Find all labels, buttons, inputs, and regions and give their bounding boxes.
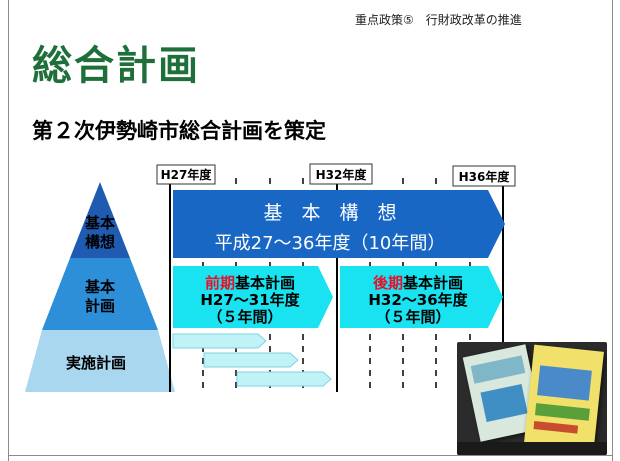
kihon-kousou-arrow: 基 本 構 想 平成27～36年度（10年間） [173, 190, 505, 258]
page-title: 総合計画 [32, 43, 200, 89]
zenki-arrow: 前期基本計画 H27～31年度 （５年間） [173, 266, 333, 328]
zenki-title: 前期基本計画 [205, 274, 295, 292]
pyramid-bottom-label: 実施計画 [66, 354, 126, 372]
zenki-arrow-shape [173, 266, 333, 328]
header-note: 重点政策⑤ 行財政改革の推進 [355, 13, 522, 27]
marker-h36: H36年度 [459, 169, 511, 184]
pyramid-top-label-2: 構想 [85, 233, 115, 251]
jisshi-arrow-3 [236, 371, 332, 387]
subtitle: 第２次伊勢崎市総合計画を策定 [32, 119, 326, 143]
frame-bottom-line [8, 455, 613, 456]
kouki-suffix: 基本計画 [402, 274, 463, 292]
booklet-2 [524, 344, 604, 450]
kousou-arrow-shape [173, 190, 505, 258]
kouki-title: 後期基本計画 [372, 274, 463, 292]
plan-booklets-photo [457, 342, 607, 455]
kousou-line2: 平成27～36年度（10年間） [215, 233, 446, 254]
pyramid-top-tier [70, 182, 130, 258]
kouki-arrow-shape [340, 266, 503, 328]
pyramid-bottom-tier [25, 330, 175, 392]
kousou-line1: 基 本 構 想 [263, 202, 396, 224]
frame-left-line [8, 0, 9, 461]
year-markers: H27年度 H32年度 H36年度 [156, 163, 516, 187]
pyramid-mid-label-1: 基本 [84, 278, 115, 296]
marker-h32: H32年度 [316, 167, 368, 182]
kouki-years: H32～36年度 [368, 291, 468, 309]
pyramid: 基本 構想 基本 計画 実施計画 [25, 182, 175, 392]
kouki-span: （５年間） [375, 308, 450, 326]
zenki-suffix: 基本計画 [234, 274, 295, 292]
frame-right-line [612, 0, 613, 461]
zenki-span: （５年間） [207, 308, 282, 326]
pyramid-mid-tier [42, 258, 158, 330]
jisshi-arrow-2 [203, 352, 299, 368]
marker-h27: H27年度 [161, 167, 213, 182]
jisshi-arrow-1 [172, 333, 267, 349]
pyramid-mid-label-2: 計画 [85, 297, 115, 315]
marker-h36-box [452, 165, 516, 187]
pyramid-top-label-1: 基本 [84, 214, 115, 232]
marker-h32-box [309, 163, 373, 185]
zenki-prefix: 前期 [205, 274, 235, 292]
jisshi-arrows [172, 333, 332, 387]
marker-h27-box [156, 164, 216, 185]
kouki-arrow: 後期基本計画 H32～36年度 （５年間） [340, 266, 503, 328]
zenki-years: H27～31年度 [200, 291, 300, 309]
kouki-prefix: 後期 [372, 274, 403, 292]
